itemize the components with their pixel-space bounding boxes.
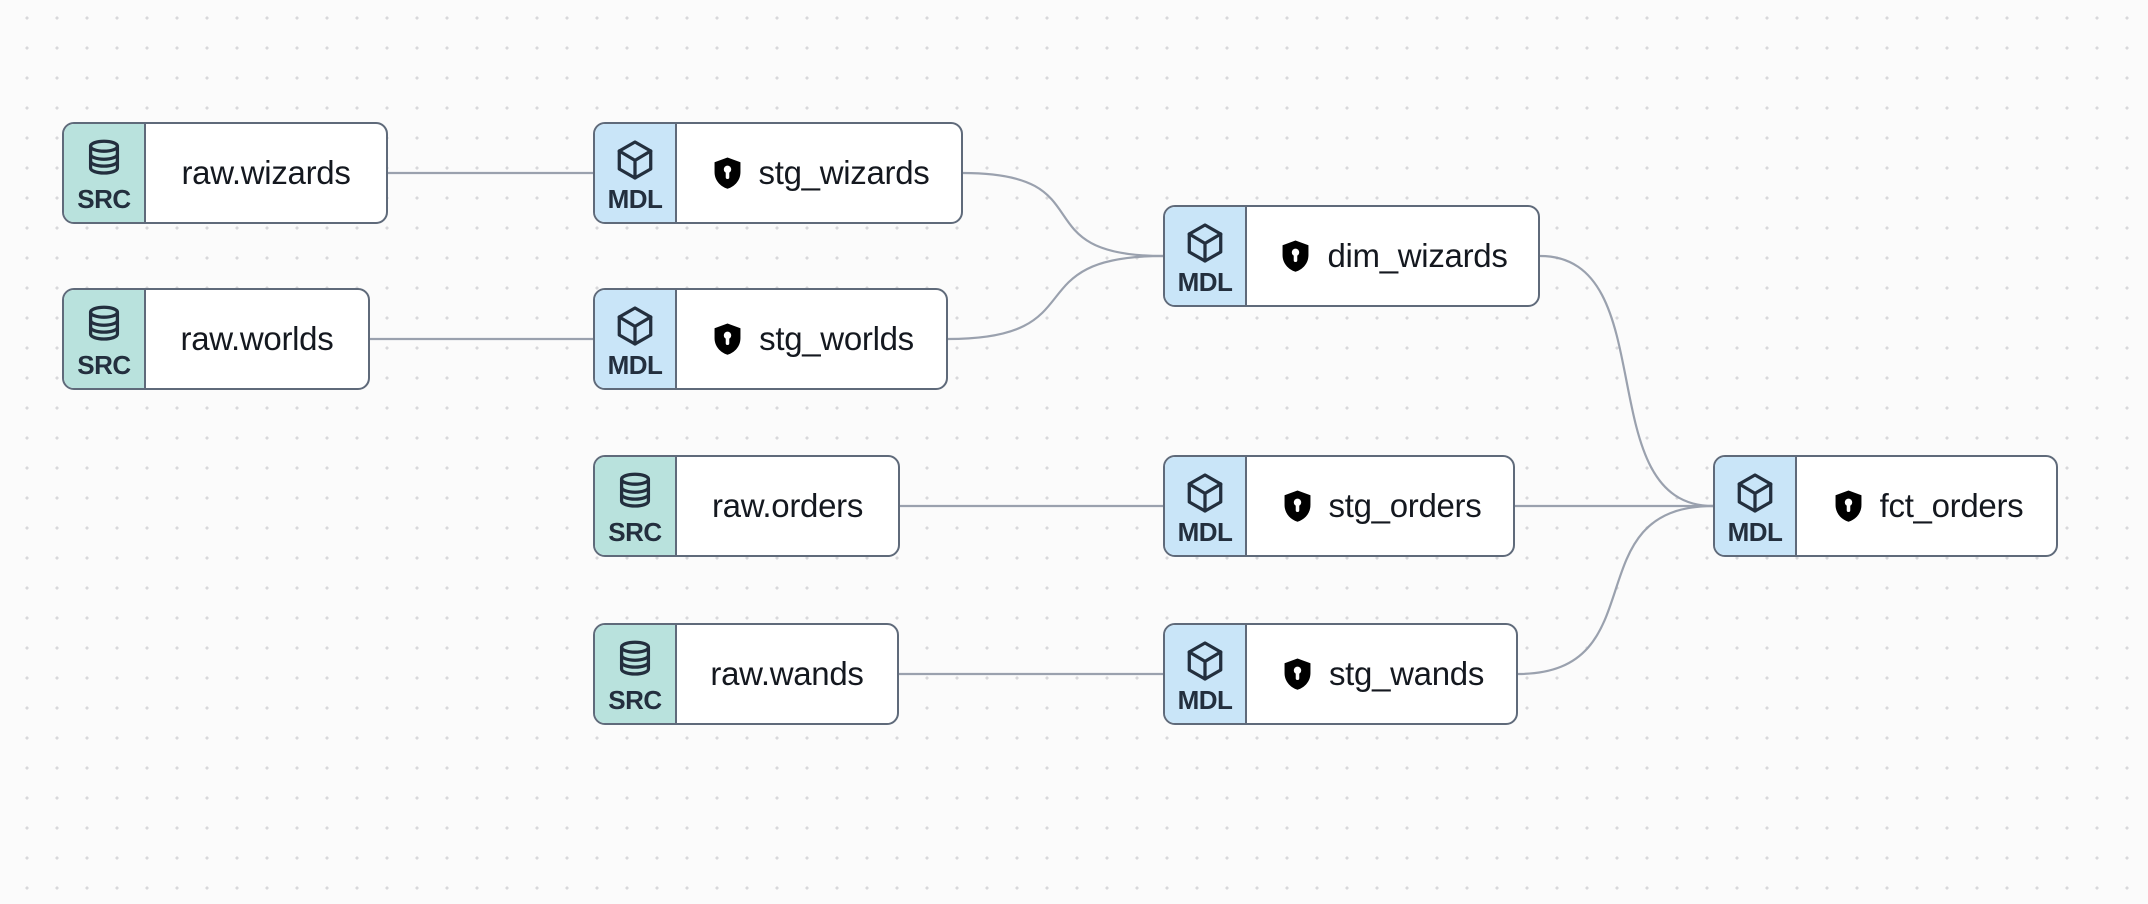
shield-lock-icon xyxy=(1279,656,1316,693)
shield-lock-icon xyxy=(709,155,746,192)
cube-icon xyxy=(1732,470,1778,516)
node-type-label: MDL xyxy=(1177,516,1233,547)
shield-lock-icon xyxy=(1277,238,1314,275)
node-name-label: stg_wands xyxy=(1328,655,1485,692)
node-name-label: stg_worlds xyxy=(759,320,914,357)
node-body: raw.worlds xyxy=(146,290,368,388)
node-type-badge: MDL xyxy=(595,290,677,388)
node-type-badge: MDL xyxy=(1165,457,1247,555)
node-name-label: stg_orders xyxy=(1328,487,1482,524)
node-name-label: stg_wizards xyxy=(758,154,930,191)
node-type-label: SRC xyxy=(77,349,131,380)
node-stg_wands[interactable]: MDL stg_wands xyxy=(1163,623,1518,725)
cube-icon xyxy=(1182,220,1228,266)
node-stg_worlds[interactable]: MDL stg_worlds xyxy=(593,288,948,390)
cube-icon xyxy=(1182,638,1228,684)
node-body: stg_wands xyxy=(1247,625,1516,723)
database-icon xyxy=(612,470,658,516)
node-type-badge: MDL xyxy=(1165,207,1247,305)
node-body: stg_orders xyxy=(1247,457,1513,555)
node-type-label: MDL xyxy=(607,349,663,380)
node-name-label: raw.wands xyxy=(710,655,864,692)
node-stg_orders[interactable]: MDL stg_orders xyxy=(1163,455,1515,557)
node-stg_wizards[interactable]: MDL stg_wizards xyxy=(593,122,963,224)
node-body: stg_worlds xyxy=(677,290,946,388)
node-raw.orders[interactable]: SRC raw.orders xyxy=(593,455,900,557)
node-raw.wizards[interactable]: SRC raw.wizards xyxy=(62,122,388,224)
database-icon xyxy=(612,638,658,684)
cube-icon xyxy=(1182,470,1228,516)
node-type-label: MDL xyxy=(1177,266,1233,297)
node-body: raw.wizards xyxy=(146,124,386,222)
database-icon xyxy=(81,137,127,183)
node-body: fct_orders xyxy=(1797,457,2056,555)
node-body: dim_wizards xyxy=(1247,207,1538,305)
cube-icon xyxy=(612,137,658,183)
node-type-badge: SRC xyxy=(595,625,677,723)
node-type-badge: SRC xyxy=(64,124,146,222)
node-name-label: dim_wizards xyxy=(1327,237,1508,274)
cube-icon xyxy=(612,303,658,349)
node-type-label: MDL xyxy=(1177,684,1233,715)
node-dim_wizards[interactable]: MDL dim_wizards xyxy=(1163,205,1540,307)
database-icon xyxy=(81,303,127,349)
node-type-badge: MDL xyxy=(595,124,677,222)
edge-stg_wands-to-fct_orders xyxy=(1517,504,1714,676)
node-name-label: raw.orders xyxy=(711,487,864,524)
node-name-label: raw.worlds xyxy=(180,320,334,357)
node-fct_orders[interactable]: MDL fct_orders xyxy=(1713,455,2058,557)
node-name-label: raw.wizards xyxy=(181,154,351,191)
node-raw.worlds[interactable]: SRC raw.worlds xyxy=(62,288,370,390)
node-type-label: SRC xyxy=(608,684,662,715)
edge-dim_wizards-to-fct_orders xyxy=(1539,254,1714,508)
node-body: raw.orders xyxy=(677,457,898,555)
node-type-label: MDL xyxy=(1727,516,1783,547)
node-type-label: SRC xyxy=(608,516,662,547)
node-type-badge: SRC xyxy=(64,290,146,388)
node-type-badge: MDL xyxy=(1165,625,1247,723)
node-type-badge: SRC xyxy=(595,457,677,555)
node-type-label: SRC xyxy=(77,183,131,214)
shield-lock-icon xyxy=(1279,488,1316,525)
edge-stg_wizards-to-dim_wizards xyxy=(962,171,1164,258)
node-body: raw.wands xyxy=(677,625,897,723)
shield-lock-icon xyxy=(709,321,746,358)
node-name-label: fct_orders xyxy=(1879,487,2024,524)
node-raw.wands[interactable]: SRC raw.wands xyxy=(593,623,899,725)
edge-stg_worlds-to-dim_wizards xyxy=(947,254,1164,341)
node-type-label: MDL xyxy=(607,183,663,214)
node-body: stg_wizards xyxy=(677,124,961,222)
shield-lock-icon xyxy=(1830,488,1867,525)
node-type-badge: MDL xyxy=(1715,457,1797,555)
